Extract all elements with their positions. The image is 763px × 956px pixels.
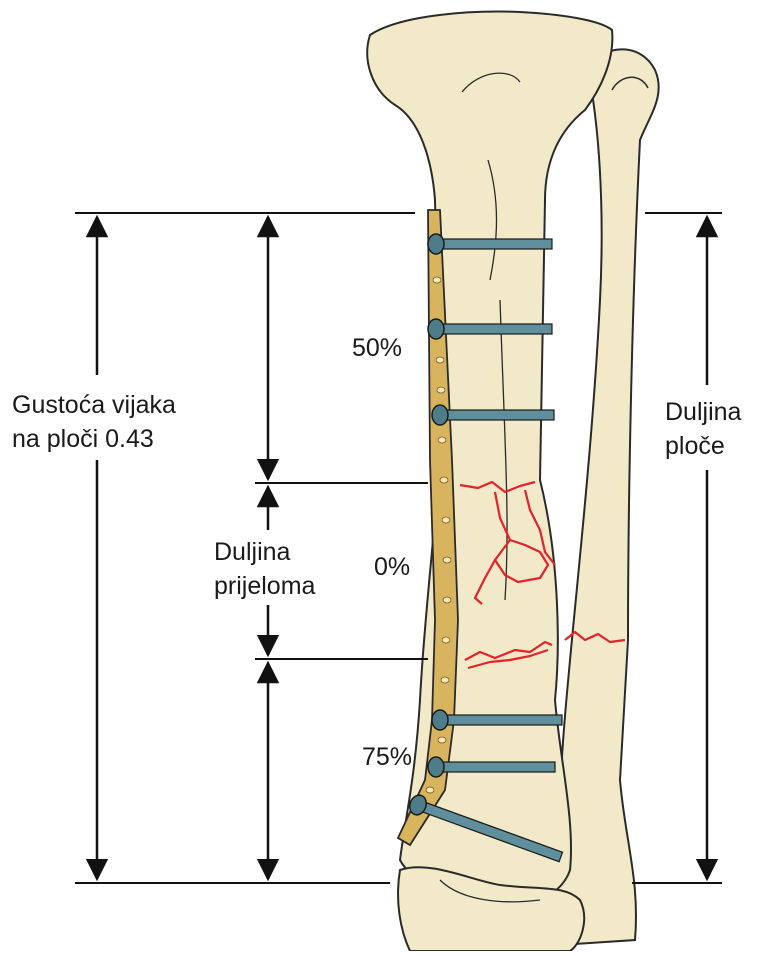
plate-length-label-line1: Duljina — [665, 395, 741, 429]
screw-density-label: Gustoća vijaka na ploči 0.43 — [12, 388, 176, 456]
plate-length-label-line2: ploče — [665, 429, 741, 463]
screw-density-label-line1: Gustoća vijaka — [12, 388, 176, 422]
plate-length-label: Duljina ploče — [665, 395, 741, 463]
fracture-segment-percent: 0% — [374, 550, 410, 584]
fracture-length-label-line2: prijeloma — [214, 569, 315, 603]
fracture-length-label: Duljina prijeloma — [214, 535, 315, 603]
fibula — [557, 49, 658, 945]
fracture-length-label-line1: Duljina — [214, 535, 315, 569]
lower-segment-percent: 75% — [362, 740, 412, 774]
screw-density-label-line2: na ploči 0.43 — [12, 422, 176, 456]
upper-segment-percent: 50% — [352, 331, 402, 365]
